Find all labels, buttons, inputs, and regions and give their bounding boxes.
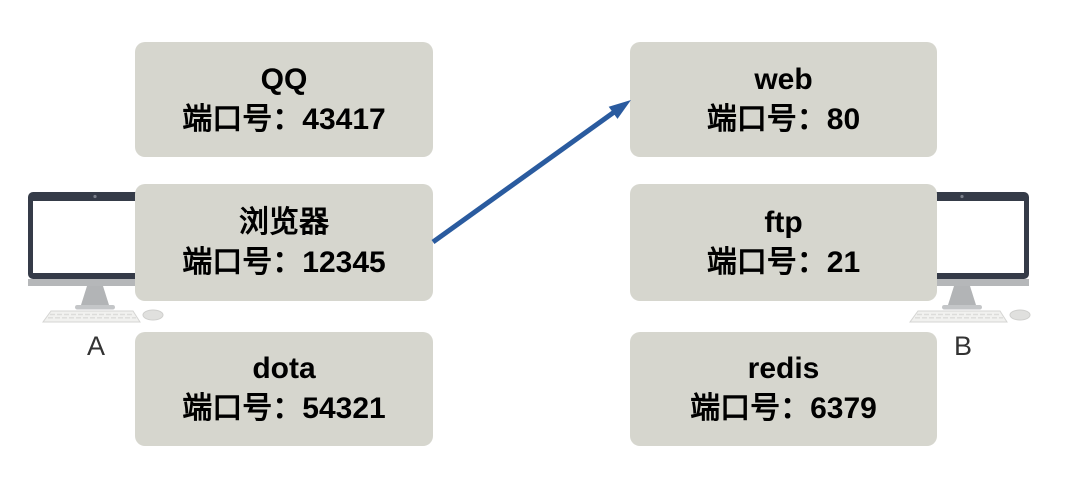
app-name: QQ: [260, 62, 308, 96]
app-box-web: web 端口号：80: [630, 42, 937, 157]
app-name: 浏览器: [239, 205, 329, 239]
app-box-browser: 浏览器 端口号：12345: [135, 184, 433, 301]
app-box-qq: QQ 端口号：43417: [135, 42, 433, 157]
app-name: ftp: [764, 205, 803, 239]
app-port: 端口号：6379: [690, 392, 877, 425]
app-box-ftp: ftp 端口号：21: [630, 184, 937, 301]
host-b-label: B: [953, 331, 972, 361]
app-port: 端口号：12345: [182, 245, 386, 279]
app-name: dota: [252, 352, 316, 385]
app-box-redis: redis 端口号：6379: [630, 332, 937, 446]
host-a-label: A: [86, 331, 105, 361]
connection-arrow-line: [431, 107, 619, 245]
app-name: redis: [747, 352, 820, 385]
app-port: 端口号：43417: [182, 102, 386, 136]
app-box-dota: dota 端口号：54321: [135, 332, 433, 446]
app-port: 端口号：54321: [182, 392, 386, 425]
app-port: 端口号：21: [706, 245, 861, 279]
app-port: 端口号：80: [706, 102, 861, 136]
app-name: web: [754, 62, 813, 96]
connection-arrow-head: [608, 100, 631, 119]
